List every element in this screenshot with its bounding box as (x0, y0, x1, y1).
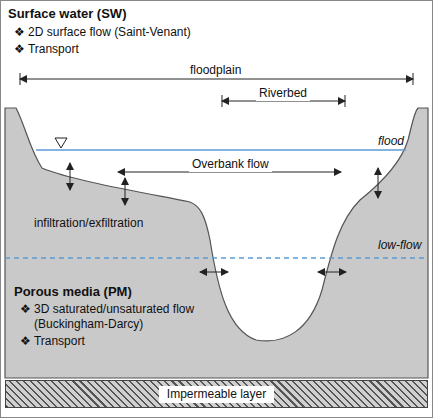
impermeable-layer: Impermeable layer (5, 380, 428, 408)
bullet-text: ❖ 2D surface flow (Saint-Venant) (14, 25, 191, 40)
bullet-text: ❖ 3D saturated/unsaturated flow (Bucking… (20, 302, 224, 332)
level-label: low-flow (378, 238, 421, 253)
flood-level (36, 149, 406, 151)
bullet-text: ❖ Transport (20, 334, 85, 349)
ground (5, 108, 428, 378)
dimension-label: floodplain (187, 63, 244, 78)
layer-label: Impermeable layer (159, 386, 274, 403)
dimension-lines (20, 73, 413, 107)
flux-label: infiltration/exfiltration (34, 216, 143, 231)
flow-label: Overbank flow (189, 157, 272, 172)
level-label: flood (378, 134, 404, 149)
section-heading: Surface water (SW) (8, 6, 126, 21)
water-level-symbol (55, 138, 67, 152)
section-heading: Porous media (PM) (14, 284, 132, 299)
bullet-text: ❖ Transport (14, 42, 79, 57)
dimension-label: Riverbed (256, 86, 310, 101)
low-flow-level (5, 257, 428, 258)
